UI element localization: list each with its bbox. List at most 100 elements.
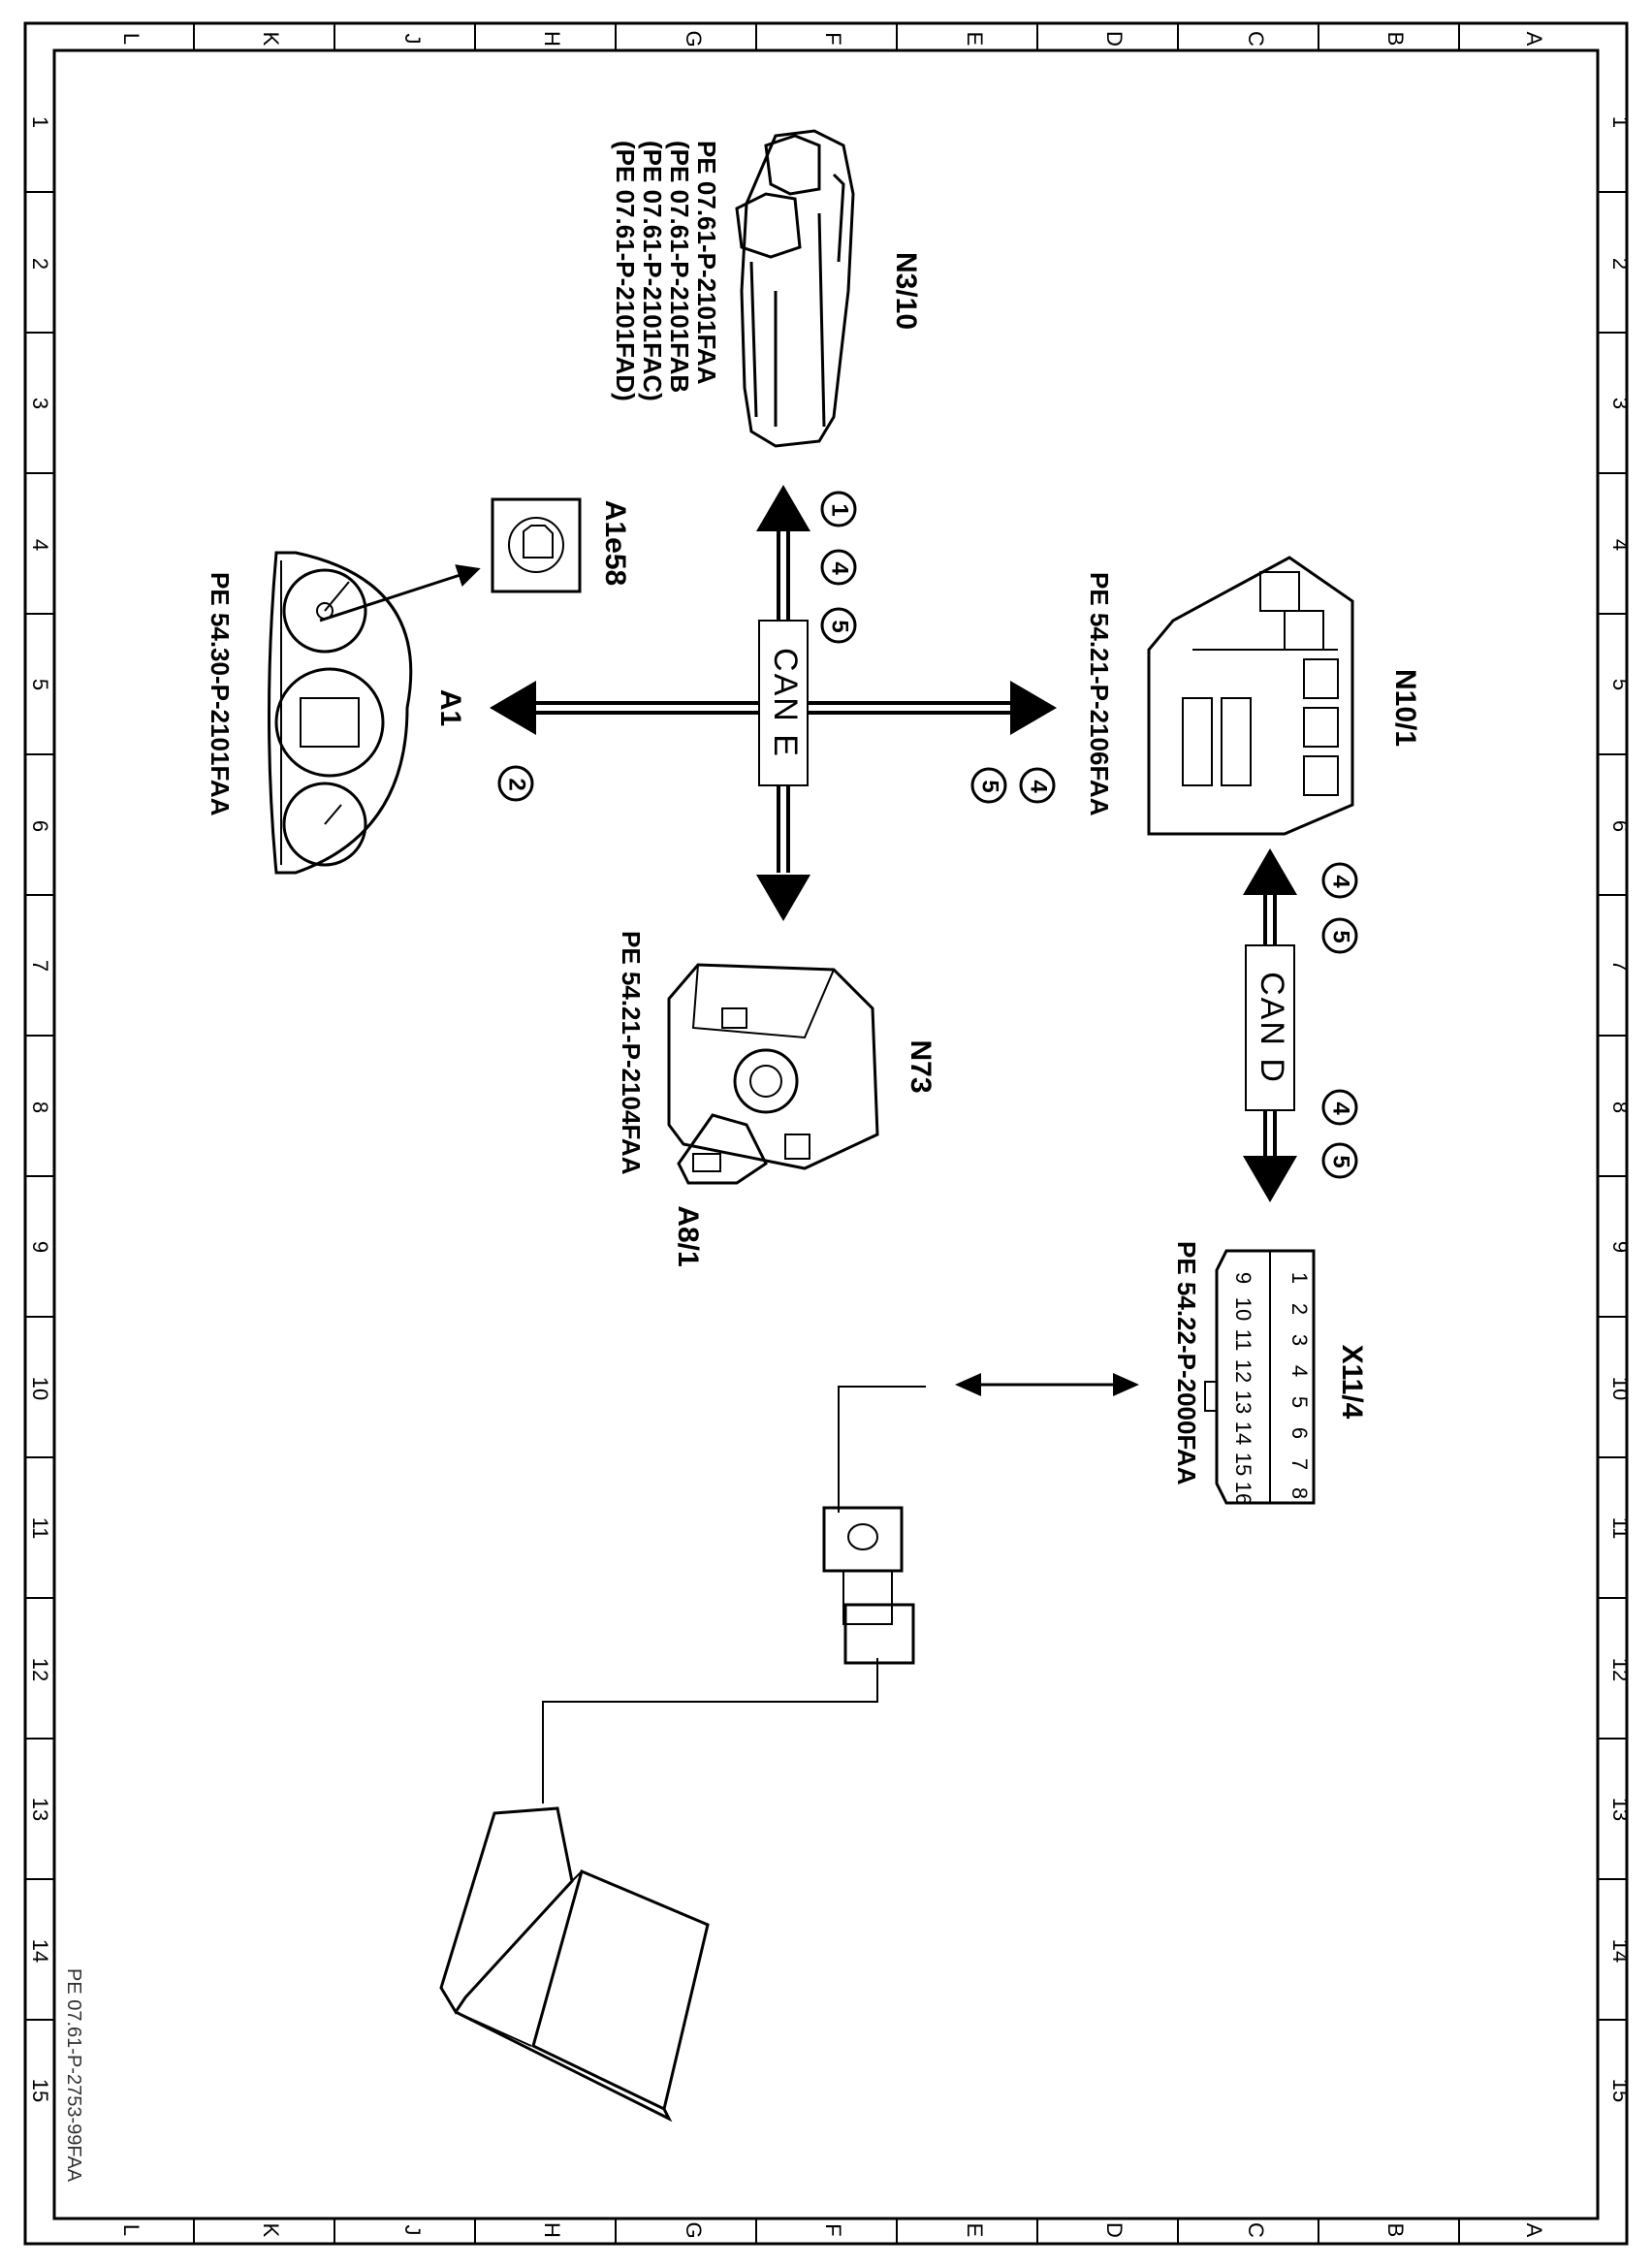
row-label: 12 [1608, 1658, 1633, 1681]
column-labels-bottom: L K J H G F E D C B A [119, 2221, 1546, 2238]
n73-reference: PE 54.21-P-2104FAA [617, 931, 646, 1175]
col-label: D [1102, 2222, 1127, 2238]
marker-number: 4 [1328, 1102, 1354, 1115]
can-e-label-box [758, 620, 809, 786]
n73-label: N73 [905, 1039, 937, 1093]
n3-10-ref-3: (PE 07.61-P-2101FAC) [638, 141, 667, 401]
marker-number: 4 [827, 561, 853, 575]
col-label: H [540, 2222, 564, 2238]
a1e58-indicator-drawing [491, 497, 582, 593]
n10-1-reference: PE 54.21-P-2106FAA [1085, 572, 1114, 816]
row-label: 15 [28, 2079, 52, 2102]
can-d-label: CAN D [1254, 972, 1290, 1084]
pin-number: 4 [1287, 1365, 1312, 1377]
pin-number: 12 [1231, 1359, 1255, 1383]
x11-4-reference: PE 54.22-P-2000FAA [1172, 1241, 1201, 1485]
row-label: 11 [1608, 1517, 1633, 1540]
x11-4-pins-top: 1 2 3 4 5 6 7 8 [1287, 1272, 1312, 1499]
row-label: 2 [1608, 258, 1633, 270]
can-d-label-box [1245, 944, 1295, 1111]
pin-number: 2 [1287, 1303, 1312, 1315]
marker-number: 5 [1328, 930, 1354, 942]
n73-ignition-switch-drawing [667, 963, 879, 1170]
n3-10-ref-1: PE 07.61-P-2101FAA [692, 141, 721, 385]
row-labels-left: 1 2 3 4 5 6 7 8 9 10 11 12 13 14 15 [28, 116, 52, 2102]
row-label: 10 [1608, 1377, 1633, 1400]
row-label: 11 [28, 1517, 52, 1540]
col-label: L [119, 2224, 143, 2236]
n3-10-ref-2: (PE 07.61-P-2101FAB [665, 141, 694, 393]
row-label: 3 [1608, 398, 1633, 409]
row-label: 5 [28, 679, 52, 690]
pin-number: 7 [1287, 1458, 1312, 1470]
row-label: 2 [28, 258, 52, 270]
row-label: 6 [28, 820, 52, 832]
pin-number: 16 [1231, 1482, 1255, 1505]
a1e58-label: A1e58 [599, 500, 631, 586]
pin-number: 13 [1231, 1390, 1255, 1414]
pin-number: 3 [1287, 1334, 1312, 1346]
col-label: E [963, 2223, 987, 2238]
marker-number: 5 [1328, 1155, 1354, 1167]
laptop-drawing [439, 1806, 710, 2123]
can-d-bus [1243, 848, 1297, 1202]
col-label: E [963, 32, 987, 47]
marker-number: 2 [504, 778, 530, 790]
col-label: F [821, 32, 845, 45]
col-label: B [1383, 2223, 1408, 2238]
n3-10-references: PE 07.61-P-2101FAA (PE 07.61-P-2101FAB (… [611, 141, 721, 401]
col-label: C [1244, 2222, 1268, 2238]
pin-number: 1 [1287, 1272, 1312, 1284]
row-label: 5 [1608, 679, 1633, 690]
n3-10-label: N3/10 [890, 252, 922, 330]
document-id: PE 07.61-P-2753-99FAA [63, 1968, 84, 2183]
row-label: 12 [28, 1658, 52, 1681]
col-label: F [821, 2223, 845, 2236]
can-e-bus [490, 485, 1057, 921]
a1-instrument-cluster-drawing [268, 551, 413, 875]
row-label: 8 [1608, 1102, 1633, 1113]
col-label: B [1383, 32, 1408, 47]
row-label: 6 [1608, 820, 1633, 832]
marker-number: 5 [977, 780, 1003, 792]
a1e58-pointer [319, 564, 481, 623]
a8-1-label: A8/1 [672, 1205, 704, 1266]
n10-1-markers [970, 767, 1056, 804]
pin-number: 14 [1231, 1421, 1255, 1445]
a1-marker [497, 765, 534, 802]
row-label: 8 [28, 1102, 52, 1113]
can-e-label: CAN E [767, 648, 804, 758]
row-label: 15 [1608, 2079, 1633, 2102]
n3-10-control-unit-drawing [735, 129, 855, 448]
pin-number: 11 [1231, 1329, 1255, 1352]
x11-4-label: X11/4 [1336, 1345, 1368, 1420]
col-label: H [540, 31, 564, 47]
row-label: 4 [28, 539, 52, 551]
col-label: J [400, 2225, 425, 2236]
row-ticks [25, 191, 1627, 2021]
diagnostic-cable [542, 1386, 926, 1804]
row-label: 3 [28, 398, 52, 409]
marker-number: 4 [1026, 780, 1052, 793]
row-label: 13 [28, 1798, 52, 1821]
col-label: G [682, 2221, 706, 2238]
diagnostic-link-arrow [955, 1373, 1139, 1396]
col-label: L [119, 33, 143, 45]
can-d-markers [1321, 862, 1358, 1179]
n3-10-markers [820, 491, 857, 644]
row-label: 9 [28, 1241, 52, 1253]
a1-label: A1 [434, 689, 466, 726]
pin-number: 15 [1231, 1453, 1255, 1476]
inner-frame [52, 48, 1600, 2220]
pin-number: 5 [1287, 1396, 1312, 1408]
x11-4-connector-drawing [1204, 1249, 1316, 1505]
row-label: 4 [1608, 539, 1633, 551]
col-label: J [400, 34, 425, 45]
pin-number: 8 [1287, 1487, 1312, 1499]
marker-number: 1 [827, 503, 853, 516]
row-label: 1 [1608, 116, 1633, 128]
row-label: 7 [1608, 960, 1633, 972]
marker-number: 4 [1328, 875, 1354, 888]
col-label: C [1244, 31, 1268, 47]
